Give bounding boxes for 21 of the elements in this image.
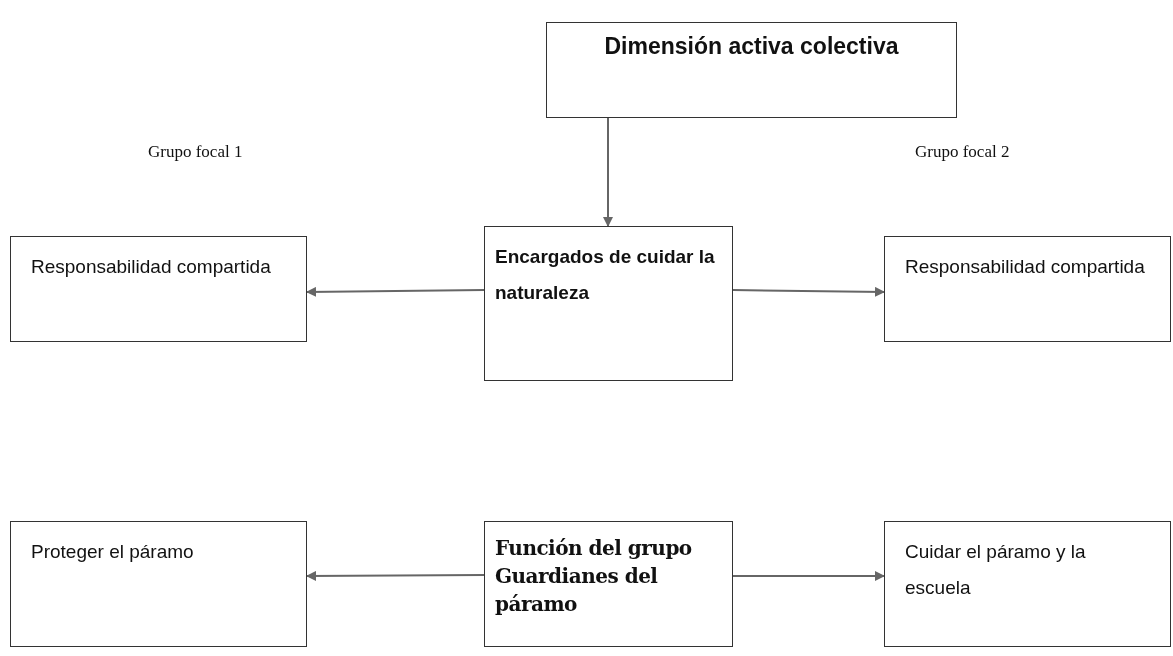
- group-label: Grupo focal 2: [915, 142, 1010, 162]
- process-box: [484, 521, 733, 647]
- box-text: Dimensión activa colectiva: [603, 33, 900, 60]
- group-label: Grupo focal 1: [148, 142, 243, 162]
- process-box: [10, 236, 307, 342]
- process-box: [884, 521, 1171, 647]
- arrow: [732, 286, 885, 297]
- process-box: [484, 226, 733, 381]
- box-text: Proteger el páramo: [31, 540, 195, 564]
- box-text: Encargados de cuidar la naturaleza: [495, 245, 716, 305]
- process-box: [546, 22, 957, 118]
- arrow: [732, 571, 885, 581]
- arrow: [306, 570, 485, 581]
- box-text: Responsabilidad compartida: [905, 255, 1146, 279]
- box-text: Función del grupo Guardianes del páramo: [495, 535, 693, 618]
- process-box: [10, 521, 307, 647]
- box-text: Cuidar el páramo y la escuela: [905, 540, 1087, 600]
- box-text: Responsabilidad compartida: [31, 255, 272, 279]
- process-box: [884, 236, 1171, 342]
- arrow: [306, 286, 485, 297]
- arrow: [603, 117, 613, 227]
